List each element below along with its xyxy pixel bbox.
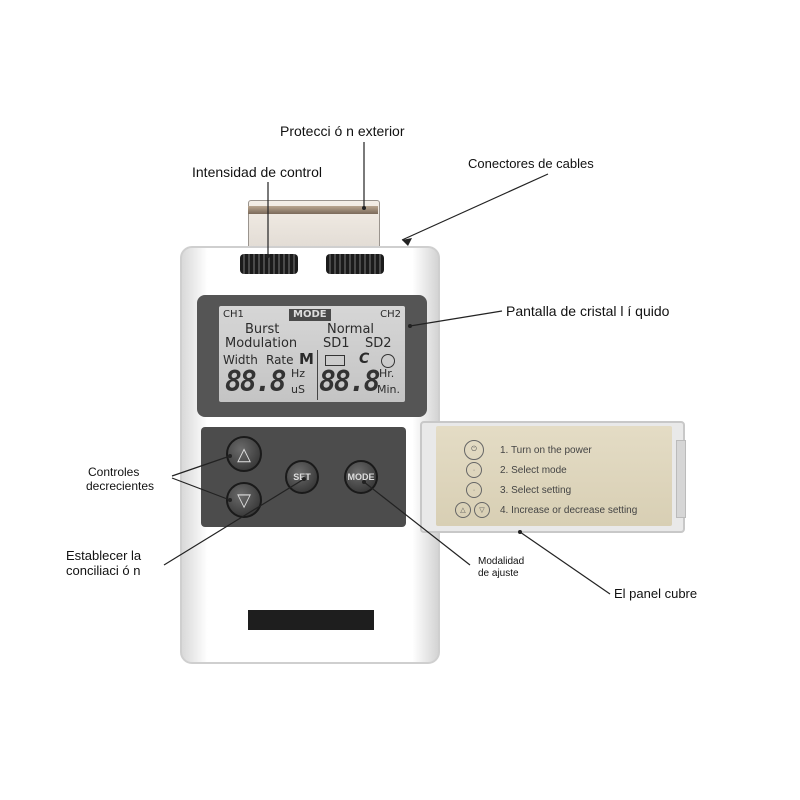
lcd-modulation: Modulation bbox=[225, 336, 298, 351]
callout-intensity: Intensidad de control bbox=[192, 164, 322, 180]
cover-step-3: 3. Select setting bbox=[500, 485, 572, 496]
lcd-left-digits: 88.8 bbox=[225, 365, 286, 398]
lcd-us: uS bbox=[291, 383, 305, 396]
lcd-sd2: SD2 bbox=[365, 336, 392, 351]
callout-protection: Protecci ó n exterior bbox=[280, 123, 405, 139]
callout-controls-1: Controles bbox=[88, 465, 140, 479]
callout-mode-2: de ajuste bbox=[478, 568, 519, 579]
cover-step-1: 1. Turn on the power bbox=[500, 445, 592, 456]
lcd-rate: Rate bbox=[266, 353, 294, 367]
battery-icon bbox=[325, 355, 345, 366]
lcd-ch2: CH2 bbox=[380, 309, 401, 320]
down-step-icon: ▽ bbox=[474, 502, 490, 518]
set-button[interactable]: SET bbox=[285, 460, 319, 494]
lcd-screen: CH1 MODE CH2 Burst Normal Modulation SD1… bbox=[219, 306, 405, 402]
callout-connectors: Conectores de cables bbox=[468, 156, 594, 171]
lcd-mode: MODE bbox=[289, 309, 331, 321]
lcd-ch1: CH1 bbox=[223, 309, 244, 320]
lcd-m: M bbox=[299, 350, 314, 368]
lcd-divider bbox=[317, 350, 318, 400]
lcd-min: Min. bbox=[377, 383, 401, 396]
cover-step-4: 4. Increase or decrease setting bbox=[500, 505, 638, 516]
callout-controls-2: decrecientes bbox=[86, 479, 155, 493]
cover-hinge bbox=[676, 440, 686, 518]
mode-button[interactable]: MODE bbox=[344, 460, 378, 494]
clip-band bbox=[248, 206, 378, 214]
set-step-icon: · bbox=[466, 482, 482, 498]
mode-step-icon: · bbox=[466, 462, 482, 478]
callout-cover: El panel cubre bbox=[614, 586, 698, 601]
lcd-burst: Burst bbox=[245, 322, 280, 337]
lcd-right-digits: 88.8 bbox=[319, 365, 380, 398]
callout-establish-1: Establecer la bbox=[66, 548, 142, 563]
lcd-hz: Hz bbox=[291, 367, 306, 380]
lcd-width: Width bbox=[223, 353, 258, 367]
increase-button[interactable]: △ bbox=[226, 436, 262, 472]
lcd-sd1: SD1 bbox=[323, 336, 350, 351]
ch2-intensity-knob[interactable] bbox=[326, 254, 384, 274]
lcd-c: C bbox=[359, 351, 370, 367]
label-slot bbox=[248, 610, 374, 630]
ch1-intensity-knob[interactable] bbox=[240, 254, 298, 274]
callout-mode-1: Modalidad bbox=[478, 556, 525, 567]
up-step-icon: △ bbox=[455, 502, 471, 518]
lcd-hr: Hr. bbox=[379, 367, 395, 380]
callout-lcd: Pantalla de cristal l í quido bbox=[506, 303, 670, 319]
cover-step-2: 2. Select mode bbox=[500, 465, 567, 476]
power-icon: ⏻ bbox=[464, 440, 484, 460]
timer-icon bbox=[381, 354, 395, 368]
lcd-normal: Normal bbox=[327, 322, 375, 337]
callout-establish-2: conciliaci ó n bbox=[66, 563, 141, 578]
